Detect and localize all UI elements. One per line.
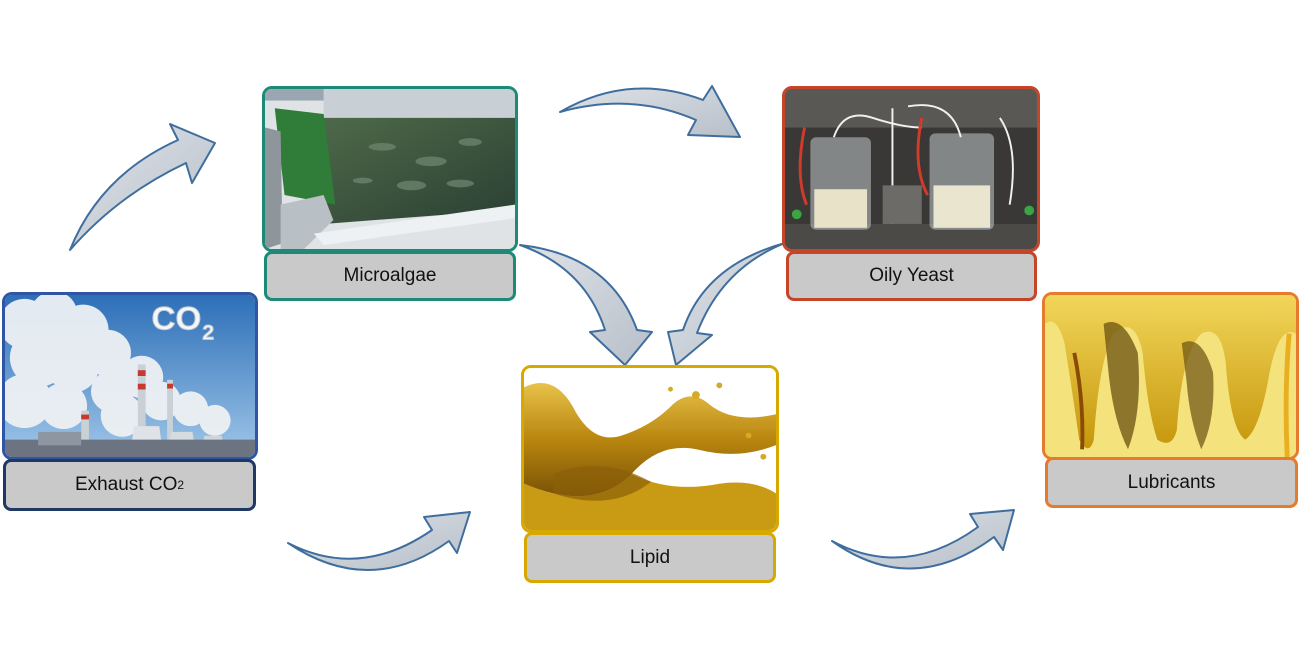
lipid-label: Lipid: [524, 532, 776, 583]
co2-cloud-text: CO: [151, 300, 201, 337]
arrow-exhaust-to-lipid: [287, 511, 471, 571]
lipid-label-text: Lipid: [629, 546, 671, 568]
microalgae-image: [262, 86, 518, 252]
arrow-oily-yeast-to-lipid: [667, 242, 786, 366]
exhaust-co2-image: CO 2: [2, 292, 258, 460]
co2-cloud-subscript: 2: [202, 320, 214, 344]
oily-yeast-label: Oily Yeast: [786, 251, 1037, 301]
arrow-microalgae-to-oily-yeast: [559, 85, 741, 138]
power-plant-illustration: CO 2: [5, 295, 255, 457]
exhaust-co2-label-main: Exhaust CO: [74, 474, 178, 495]
lubricant-drips-illustration: [1045, 295, 1296, 457]
oil-splash-illustration: [524, 368, 776, 530]
oily-yeast-image: [782, 86, 1040, 252]
microalgae-label: Microalgae: [264, 251, 516, 301]
arrow-microalgae-to-lipid: [519, 244, 653, 366]
lubricants-label-text: Lubricants: [1127, 471, 1216, 493]
lubricants-image: [1042, 292, 1299, 460]
exhaust-co2-label-sub: 2: [177, 478, 185, 492]
microalgae-label-text: Microalgae: [343, 265, 437, 286]
arrow-exhaust-to-microalgae: [69, 123, 216, 251]
algae-pond-illustration: [265, 89, 515, 249]
oily-yeast-label-text: Oily Yeast: [869, 265, 954, 286]
bioreactor-illustration: [785, 89, 1037, 249]
lubricants-label: Lubricants: [1045, 457, 1298, 508]
lipid-image: [521, 365, 779, 533]
arrow-lipid-to-lubricants: [831, 509, 1015, 570]
